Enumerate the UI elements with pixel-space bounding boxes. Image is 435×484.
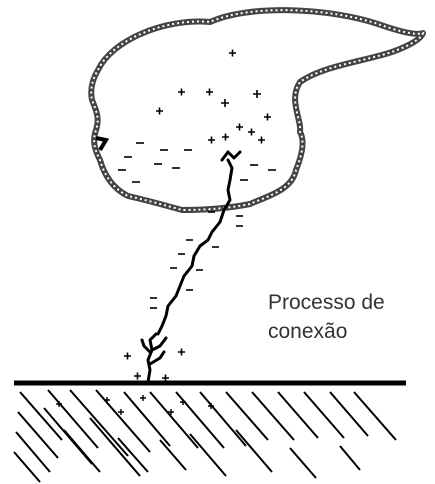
ground-charges bbox=[124, 348, 185, 382]
positive-charge bbox=[253, 90, 261, 98]
cloud-outline-outer bbox=[88, 7, 426, 213]
positive-charge bbox=[156, 107, 163, 115]
stepped-leader bbox=[156, 150, 242, 336]
positive-charge bbox=[134, 372, 141, 380]
positive-charge bbox=[264, 113, 271, 121]
positive-charge bbox=[178, 348, 185, 356]
positive-charge bbox=[162, 374, 169, 382]
positive-charge bbox=[208, 136, 215, 144]
positive-charge bbox=[229, 49, 236, 57]
caption: Processo de conexão bbox=[268, 291, 385, 343]
caption-line-1: Processo de bbox=[268, 291, 385, 314]
positive-charge bbox=[236, 123, 243, 131]
positive-charge bbox=[258, 136, 265, 144]
positive-charge bbox=[168, 409, 174, 415]
positive-charge bbox=[104, 397, 110, 403]
caption-line-2: conexão bbox=[268, 320, 347, 343]
cloud-charges bbox=[118, 49, 276, 183]
positive-charge bbox=[118, 409, 124, 415]
positive-charge bbox=[208, 403, 214, 409]
ground-surface-charges bbox=[56, 395, 214, 415]
positive-charge bbox=[222, 133, 229, 141]
positive-charge bbox=[248, 128, 255, 136]
positive-charge bbox=[178, 88, 185, 96]
ground-hatching bbox=[13, 389, 397, 483]
cloud-outline-beads bbox=[90, 9, 425, 212]
positive-charge bbox=[206, 88, 213, 96]
leader-charges bbox=[150, 211, 243, 309]
positive-charge bbox=[140, 395, 146, 401]
positive-charge bbox=[56, 401, 62, 407]
positive-charge bbox=[124, 352, 131, 360]
cloud-notch bbox=[95, 136, 110, 152]
positive-charge bbox=[180, 399, 186, 405]
storm-cloud bbox=[88, 7, 426, 213]
upward-streamer bbox=[140, 332, 168, 384]
positive-charge bbox=[221, 99, 229, 107]
